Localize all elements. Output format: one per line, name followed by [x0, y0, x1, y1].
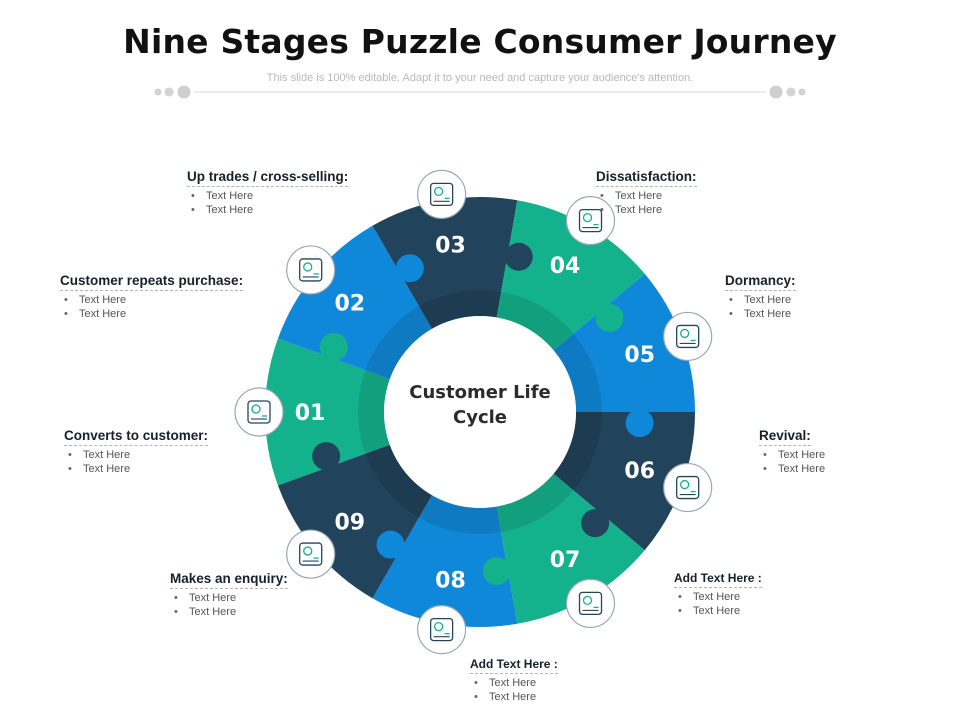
stage-label-02: Converts to customer: Text Here Text Her… [64, 428, 294, 476]
stage-label-08: Add Text Here : Text Here Text Here [674, 571, 904, 618]
numbers-layer: 01 02 03 04 05 06 07 08 09 [295, 234, 655, 594]
segment-09 [277, 444, 432, 599]
dollar-down-icon [663, 462, 713, 513]
segment-07 [496, 473, 645, 624]
stage-heading: Revival: [759, 428, 811, 446]
presenter-board-icon [286, 529, 336, 579]
puzzle-knob [595, 303, 624, 332]
segment-number: 04 [550, 254, 581, 279]
stage-bullet: Text Here [170, 591, 400, 605]
title-divider [154, 85, 806, 99]
stage-bullet: Text Here [187, 189, 417, 203]
hand-lock-icon [417, 605, 467, 655]
stage-heading: Up trades / cross-selling: [187, 169, 349, 187]
stage-bullet: Text Here [725, 307, 955, 321]
puzzle-knob [395, 254, 424, 283]
network-people-icon [286, 245, 336, 295]
stage-label-01: Makes an enquiry: Text Here Text Here [170, 571, 400, 619]
document-sad-icon [663, 311, 713, 362]
stage-bullet: Text Here [725, 293, 955, 307]
stage-bullet: Text Here [674, 604, 904, 618]
stage-heading: Dissatisfaction: [596, 169, 697, 187]
stage-label-05: Dissatisfaction: Text Here Text Here [596, 169, 826, 217]
stage-bullet: Text Here [674, 590, 904, 604]
stage-bullet: Text Here [759, 448, 960, 462]
segment-03 [372, 196, 518, 329]
stage-heading: Makes an enquiry: [170, 571, 288, 589]
stage-bullet: Text Here [64, 462, 294, 476]
segment-08 [372, 495, 518, 627]
stage-bullet: Text Here [64, 448, 294, 462]
stage-heading: Add Text Here : [674, 571, 762, 588]
segment-04 [496, 200, 645, 351]
segment-number: 01 [295, 401, 326, 426]
stage-bullet: Text Here [60, 293, 290, 307]
stage-label-07: Revival: Text Here Text Here [759, 428, 960, 476]
stage-bullet: Text Here [470, 690, 700, 704]
page-title: Nine Stages Puzzle Consumer Journey [123, 22, 837, 61]
puzzle-knob [625, 409, 654, 438]
segment-05 [553, 273, 695, 412]
stage-label-04: Up trades / cross-selling: Text Here Tex… [187, 169, 417, 217]
segment-number: 03 [435, 234, 466, 259]
stage-label-03: Customer repeats purchase: Text Here Tex… [60, 273, 290, 321]
stage-heading: Converts to customer: [64, 428, 209, 446]
puzzle-knob [312, 442, 341, 471]
segment-number: 09 [334, 510, 365, 535]
segment-02 [277, 225, 432, 380]
stage-label-09: Add Text Here : Text Here Text Here [470, 657, 700, 704]
stage-heading: Customer repeats purchase: [60, 273, 244, 291]
center-label-line2: Cycle [453, 407, 507, 428]
knobs-layer [312, 242, 654, 586]
stage-bullet: Text Here [60, 307, 290, 321]
center-label-line1: Customer Life [409, 382, 551, 403]
segment-number: 02 [334, 292, 365, 317]
stage-bullet: Text Here [170, 605, 400, 619]
puzzle-knob [376, 530, 405, 559]
stage-heading: Add Text Here : [470, 657, 558, 674]
segment-number: 08 [435, 568, 466, 593]
stage-heading: Dormancy: [725, 273, 796, 291]
segment-number: 05 [624, 343, 655, 368]
stage-label-06: Dormancy: Text Here Text Here [725, 273, 955, 321]
phone-dollar-icon [417, 169, 467, 219]
stage-bullet: Text Here [596, 189, 826, 203]
stage-bullet: Text Here [759, 462, 960, 476]
puzzle-knob [482, 557, 511, 586]
stage-bullet: Text Here [596, 203, 826, 217]
dollar-growth-icon [565, 578, 616, 628]
puzzle-knob [319, 332, 348, 361]
puzzle-knob [581, 509, 610, 538]
center-circle [384, 316, 576, 508]
people-chat-icon [234, 387, 284, 437]
page-subtitle: This slide is 100% editable. Adapt it to… [266, 72, 694, 84]
puzzle-knob [504, 242, 533, 271]
icons-layer [234, 169, 713, 655]
segment-01 [265, 338, 390, 486]
segment-number: 06 [624, 459, 655, 484]
segment-number: 07 [550, 548, 581, 573]
stage-bullet: Text Here [187, 203, 417, 217]
stage-bullet: Text Here [470, 676, 700, 690]
segments-layer [265, 196, 695, 627]
segment-06 [553, 412, 695, 551]
